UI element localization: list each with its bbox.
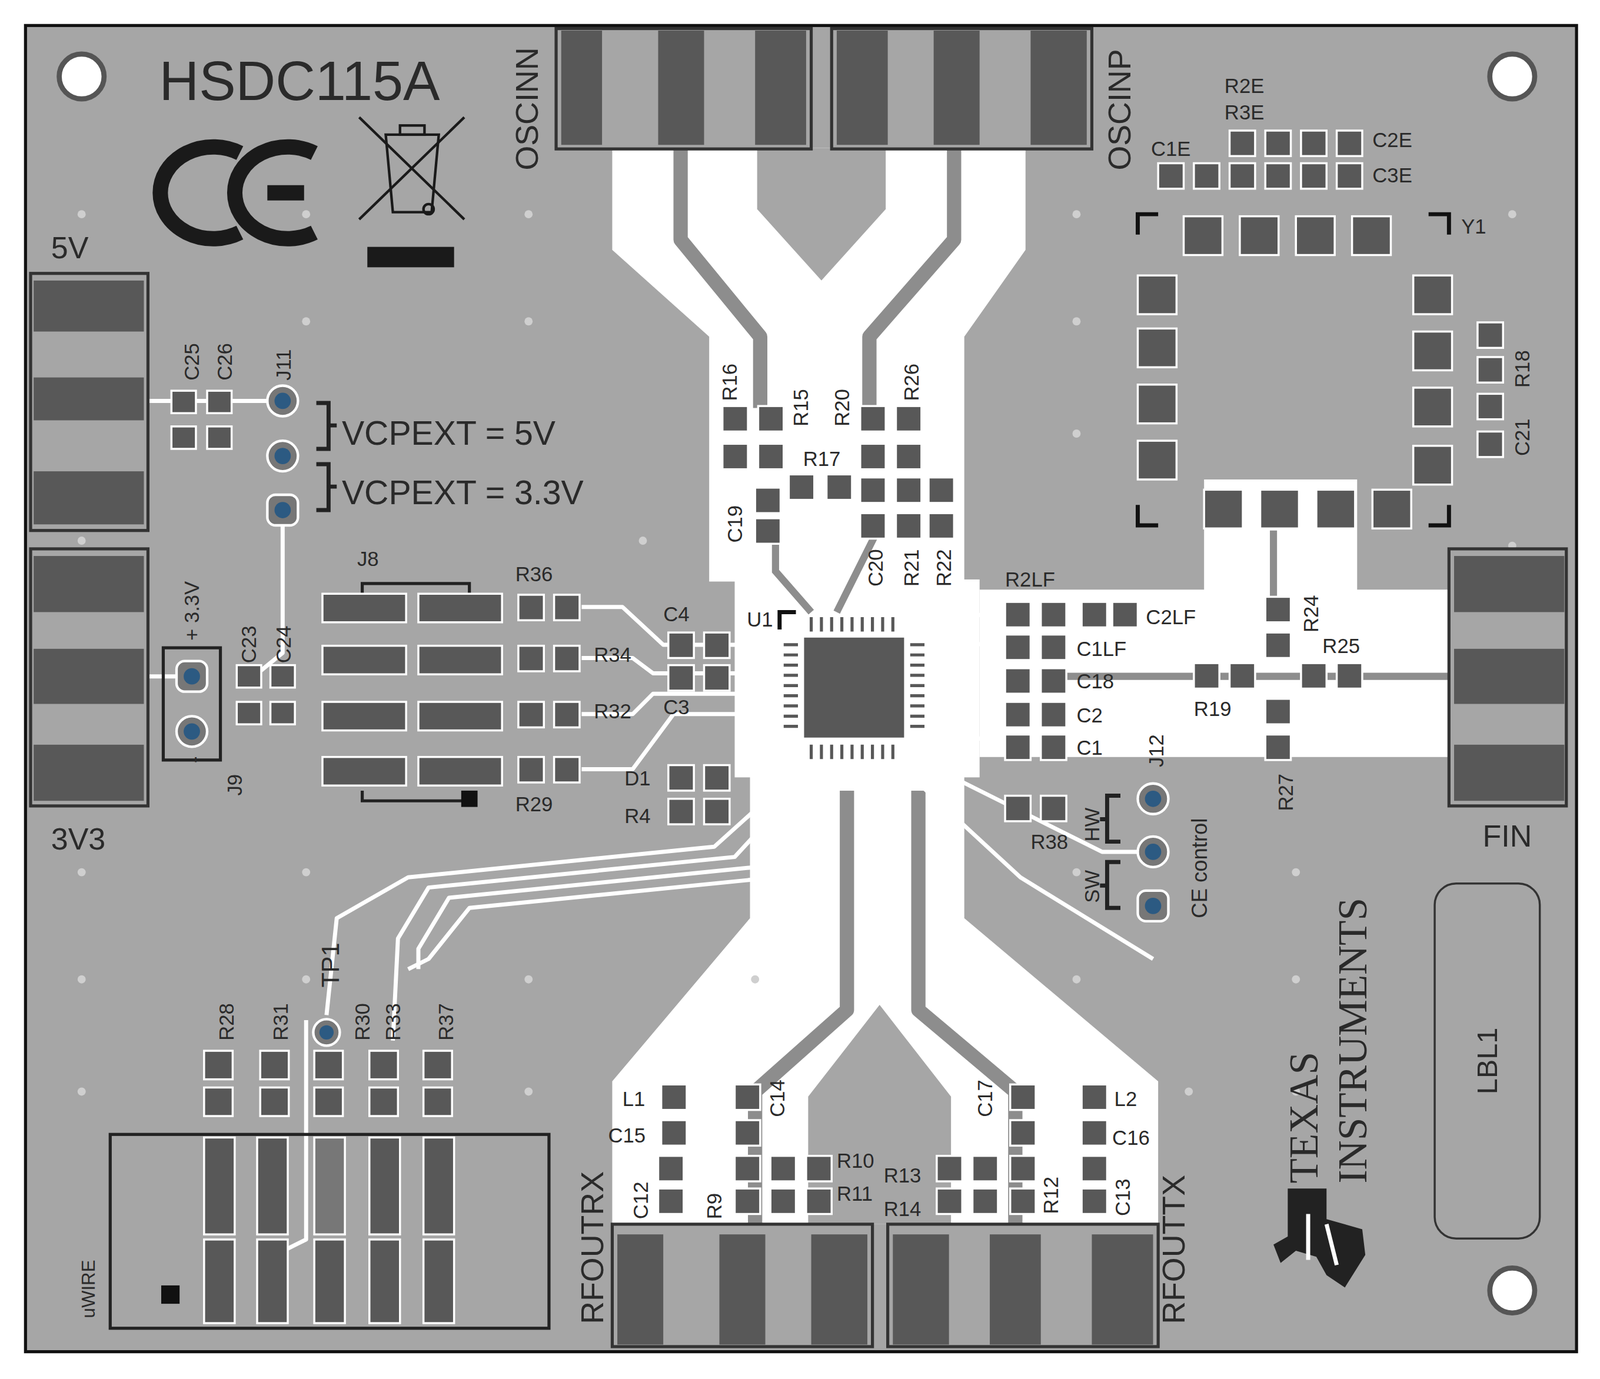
silkscreen-label: C16 <box>1112 1127 1150 1149</box>
silkscreen-label: J12 <box>1145 734 1167 768</box>
silkscreen-label: FIN <box>1482 821 1533 853</box>
silkscreen-label: - <box>183 756 205 764</box>
silkscreen-label: C1LF <box>1076 639 1127 660</box>
silkscreen-label: C19 <box>724 505 745 544</box>
silkscreen-label: R17 <box>803 448 841 470</box>
silkscreen-label: CE control <box>1188 818 1210 919</box>
silkscreen-label: RFOUTRX <box>576 1171 609 1325</box>
silkscreen-label: C12 <box>630 1182 652 1220</box>
silkscreen-label: R19 <box>1193 699 1232 720</box>
silkscreen-label: R29 <box>515 793 554 815</box>
silkscreen-label: HW <box>1081 807 1103 843</box>
silkscreen-label: Y1 <box>1461 216 1486 238</box>
silkscreen-label: R28 <box>216 1003 238 1041</box>
silkscreen-label: R3E <box>1224 101 1264 123</box>
silkscreen-label: C21 <box>1512 418 1533 457</box>
silkscreen-label: C3E <box>1372 165 1412 186</box>
silkscreen-label: R31 <box>270 1003 292 1041</box>
silkscreen-label: R22 <box>933 549 955 587</box>
silkscreen-label: + 3.3V <box>181 581 203 641</box>
label-area: LBL1 <box>1433 882 1541 1240</box>
silkscreen-label: R9 <box>703 1193 725 1220</box>
silkscreen-label: C18 <box>1076 671 1114 693</box>
silkscreen-label: R34 <box>593 644 632 666</box>
silkscreen-label: C20 <box>865 549 886 587</box>
silkscreen-label: R33 <box>382 1003 404 1041</box>
silkscreen-label: J8 <box>357 549 379 570</box>
silkscreen-label: OSCINN <box>511 47 544 171</box>
silkscreen-label: C13 <box>1112 1178 1133 1217</box>
silkscreen-label: J9 <box>224 774 245 797</box>
silkscreen-label: TP1 <box>318 942 344 988</box>
silkscreen-label: R21 <box>900 549 922 587</box>
silkscreen-label: OSCINP <box>1103 48 1136 171</box>
silkscreen-label: U1 <box>746 609 773 630</box>
silkscreen-label: VCPEXT = 3.3V <box>341 475 584 510</box>
silkscreen-label: C14 <box>767 1079 788 1118</box>
silkscreen-label: R13 <box>883 1165 922 1186</box>
silkscreen-label: R27 <box>1275 773 1297 812</box>
silkscreen-label: R11 <box>836 1183 873 1205</box>
silkscreen-label: C4 <box>663 604 690 625</box>
silkscreen-label: C1 <box>1076 737 1103 759</box>
silkscreen-label: R24 <box>1301 594 1322 633</box>
silkscreen-label: R32 <box>593 700 632 722</box>
silkscreen-label: R14 <box>883 1199 922 1220</box>
silkscreen-label: SW <box>1081 870 1103 904</box>
silkscreen-label: R16 <box>719 363 741 402</box>
silkscreen-label: R12 <box>1040 1176 1062 1215</box>
silkscreen-label: J11 <box>273 348 295 381</box>
silkscreen-label: L1 <box>622 1088 646 1110</box>
silkscreen-label: C2E <box>1372 129 1412 151</box>
silkscreen-label: TEXAS <box>1283 1052 1325 1184</box>
silkscreen-label: R10 <box>836 1151 875 1172</box>
silkscreen-label: C23 <box>238 625 260 664</box>
silkscreen-label: R15 <box>790 388 812 427</box>
silkscreen-label: R25 <box>1322 635 1360 657</box>
silkscreen-label: C15 <box>607 1125 646 1147</box>
silkscreen-label: VCPEXT = 5V <box>341 416 556 450</box>
silkscreen-label: R2E <box>1224 75 1264 96</box>
silkscreen-label: D1 <box>624 768 651 790</box>
silkscreen-label: C1E <box>1151 138 1191 160</box>
silkscreen-label: R37 <box>435 1003 457 1041</box>
silkscreen-label: C2LF <box>1145 607 1196 628</box>
silkscreen-label: C2 <box>1076 704 1103 726</box>
silkscreen-label: C26 <box>214 343 235 381</box>
silkscreen-label: R20 <box>831 388 853 427</box>
silkscreen-label: RFOUTTX <box>1158 1175 1190 1325</box>
silkscreen-label: uWIRE <box>79 1260 98 1319</box>
silkscreen-label: R4 <box>624 806 651 827</box>
label-text: LBL1 <box>1472 1028 1502 1095</box>
silkscreen-label: C17 <box>974 1079 996 1118</box>
silkscreen-label: R26 <box>900 363 922 402</box>
silkscreen-label: 3V3 <box>51 824 106 856</box>
silkscreen-label: R38 <box>1030 831 1069 853</box>
silkscreen-label: C25 <box>181 343 203 381</box>
silkscreen-label: C24 <box>273 625 295 664</box>
silkscreen-label: INSTRUMENTS <box>1332 897 1374 1184</box>
silkscreen-label: 5V <box>51 232 89 264</box>
silkscreen-label: R30 <box>351 1003 373 1041</box>
silkscreen-label: C3 <box>663 696 690 718</box>
silkscreen-label: R18 <box>1512 350 1533 388</box>
silkscreen-label: HSDC115A <box>159 52 441 109</box>
silkscreen-label: L2 <box>1114 1088 1138 1110</box>
silkscreen-label: R2LF <box>1005 569 1056 591</box>
silkscreen-label: R36 <box>515 564 554 585</box>
